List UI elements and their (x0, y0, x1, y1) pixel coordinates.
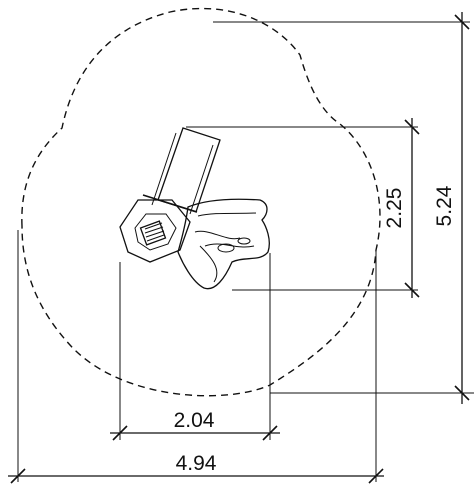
hex-tower-inner (134, 213, 177, 251)
safety-zone-outline (21, 7, 381, 397)
climber-structure (177, 198, 270, 290)
hatched-platform (139, 220, 167, 246)
slide-rail-b (189, 144, 214, 215)
climber-detail-b (194, 230, 241, 240)
play-equipment (119, 127, 270, 290)
slide-end-bar (142, 194, 198, 213)
equipment-height-label: 2.25 (383, 188, 406, 229)
climber-detail-a (197, 212, 257, 217)
hex-tower (119, 199, 191, 263)
dimension-overall-width: 4.94 (8, 452, 384, 484)
overall-width-label: 4.94 (176, 452, 217, 475)
overall-height-label: 5.24 (433, 185, 456, 226)
climber-hold-b (237, 237, 251, 245)
climber-hold-a (217, 243, 235, 253)
extension-lines (17, 21, 474, 482)
climber-detail-d (204, 243, 255, 248)
equipment-width-label: 2.04 (174, 409, 215, 432)
climber-detail-c (199, 245, 218, 283)
dimension-overall-height: 5.24 (433, 12, 470, 404)
dimension-equipment-width: 2.04 (110, 409, 280, 441)
dimension-equipment-height: 2.25 (383, 118, 420, 298)
slide-rail (151, 132, 177, 206)
